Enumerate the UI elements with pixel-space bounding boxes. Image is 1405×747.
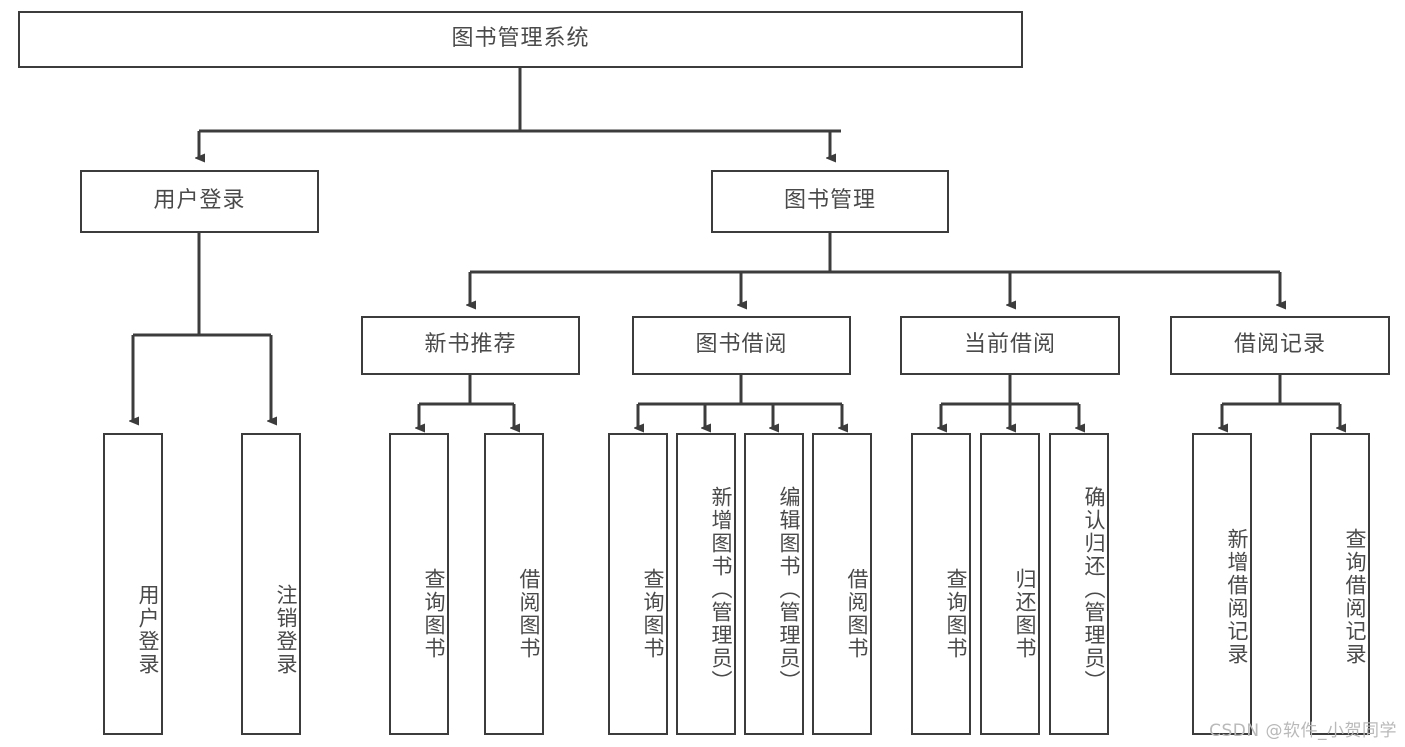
node-label: 借阅图书	[517, 568, 541, 660]
node-label: 新书推荐	[424, 332, 517, 358]
node-leaf-user-login[interactable]: 用户登录	[103, 433, 163, 735]
node-label: 查询图书	[641, 568, 665, 660]
node-label: 新增图书（管理员）	[709, 485, 733, 693]
node-leaf-return-book[interactable]: 归还图书	[980, 433, 1040, 735]
node-leaf-borrow-book[interactable]: 借阅图书	[812, 433, 872, 735]
node-leaf-query-book-current[interactable]: 查询图书	[911, 433, 971, 735]
node-leaf-query-borrow-record[interactable]: 查询借阅记录	[1310, 433, 1370, 735]
node-label: 新增借阅记录	[1225, 528, 1249, 666]
node-label: 查询借阅记录	[1343, 528, 1367, 666]
node-new-book-recommend[interactable]: 新书推荐	[361, 316, 580, 375]
node-label: 借阅记录	[1233, 332, 1326, 358]
node-leaf-add-book-admin[interactable]: 新增图书（管理员）	[676, 433, 736, 735]
node-leaf-edit-book-admin[interactable]: 编辑图书（管理员）	[744, 433, 804, 735]
node-leaf-query-book-recommend[interactable]: 查询图书	[389, 433, 449, 735]
node-leaf-add-borrow-record[interactable]: 新增借阅记录	[1192, 433, 1252, 735]
node-leaf-query-book-borrow[interactable]: 查询图书	[608, 433, 668, 735]
node-root-book-management-system[interactable]: 图书管理系统	[18, 11, 1023, 68]
node-leaf-borrow-book-recommend[interactable]: 借阅图书	[484, 433, 544, 735]
node-label: 查询图书	[944, 568, 968, 660]
node-label: 当前借阅	[963, 332, 1056, 358]
node-label: 用户登录	[153, 188, 246, 214]
node-label: 归还图书	[1013, 568, 1037, 660]
node-label: 编辑图书（管理员）	[777, 485, 801, 693]
node-current-borrow[interactable]: 当前借阅	[900, 316, 1120, 375]
node-label: 图书管理系统	[451, 26, 590, 52]
node-leaf-logout-login[interactable]: 注销登录	[241, 433, 301, 735]
csdn-watermark: CSDN @软件_小贺同学	[1209, 721, 1397, 741]
node-user-login[interactable]: 用户登录	[80, 170, 319, 233]
node-label: 确认归还（管理员）	[1082, 485, 1106, 693]
node-leaf-confirm-return-admin[interactable]: 确认归还（管理员）	[1049, 433, 1109, 735]
node-label: 查询图书	[422, 568, 446, 660]
node-book-management[interactable]: 图书管理	[711, 170, 949, 233]
node-book-borrow[interactable]: 图书借阅	[632, 316, 851, 375]
node-label: 借阅图书	[845, 568, 869, 660]
node-label: 图书管理	[783, 188, 876, 214]
node-label: 图书借阅	[695, 332, 788, 358]
node-label: 注销登录	[274, 584, 298, 676]
node-borrow-record[interactable]: 借阅记录	[1170, 316, 1390, 375]
node-label: 用户登录	[136, 584, 160, 676]
